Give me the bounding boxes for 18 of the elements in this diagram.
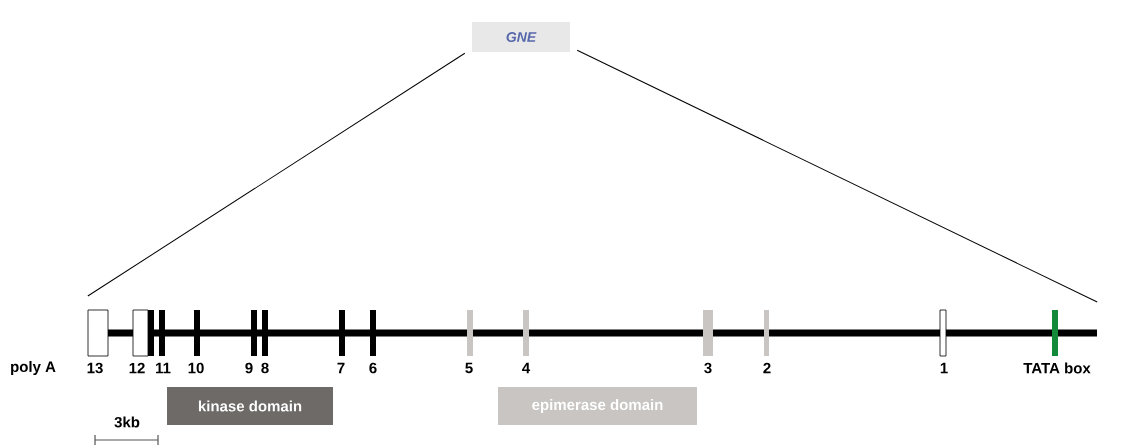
exon-number: 12 [129, 362, 145, 374]
gene-drawing [87, 309, 1097, 357]
exon-number: 8 [261, 362, 269, 374]
gene-name-box: GNE [472, 22, 570, 52]
exon-number: 9 [245, 362, 253, 374]
scale-label: 3kb [114, 416, 140, 428]
exon-number: 11 [156, 362, 171, 374]
exon-number: 3 [704, 362, 712, 374]
exon-number: 7 [337, 362, 345, 374]
exon-number: 10 [188, 362, 204, 374]
zoom-line [87, 52, 466, 297]
gene-end-label: poly A [11, 361, 56, 375]
zoom-line [576, 49, 1098, 303]
exon-number: 5 [465, 362, 473, 374]
domain-box: kinase domain [167, 387, 333, 425]
exon-number: 4 [522, 362, 531, 374]
domain-box: epimerase domain [498, 387, 697, 425]
exon-number: 6 [369, 362, 377, 374]
